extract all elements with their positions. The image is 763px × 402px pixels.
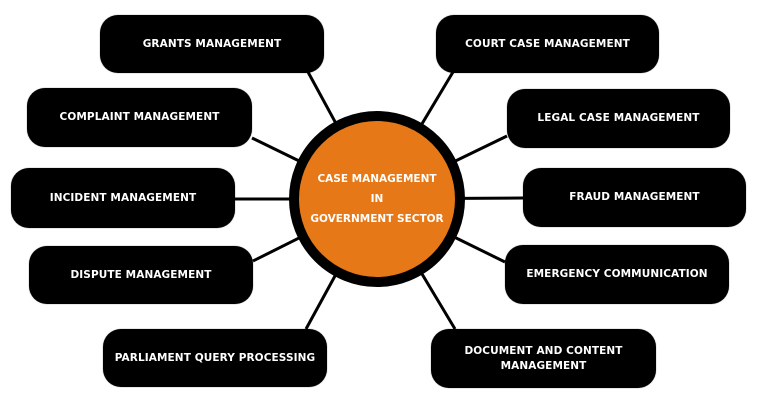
node-grants-management: GRANTS MANAGEMENT [100, 15, 324, 73]
node-dispute-management: DISPUTE MANAGEMENT [29, 246, 253, 304]
node-label: DISPUTE MANAGEMENT [70, 268, 212, 281]
node-label: COMPLAINT MANAGEMENT [59, 111, 220, 124]
connector-parliament [304, 272, 339, 330]
node-complaint-management: COMPLAINT MANAGEMENT [27, 88, 252, 147]
node-label: INCIDENT MANAGEMENT [49, 191, 197, 204]
connector-emergency [451, 234, 506, 264]
connector-legal [451, 134, 508, 164]
hub-title-line-3: GOVERNMENT SECTOR [310, 213, 444, 225]
node-label: EMERGENCY COMMUNICATION [526, 268, 708, 281]
node-label: FRAUD MANAGEMENT [569, 191, 700, 204]
node-label: GRANTS MANAGEMENT [142, 37, 282, 50]
node-legal-case-management: LEGAL CASE MANAGEMENT [507, 89, 730, 148]
node-fraud-management: FRAUD MANAGEMENT [523, 168, 746, 227]
node-court-case-management: COURT CASE MANAGEMENT [436, 15, 659, 73]
connector-court [418, 71, 455, 128]
node-label: COURT CASE MANAGEMENT [465, 37, 630, 50]
hub-title-line-2: IN [370, 193, 384, 205]
node-document-and-content-management: DOCUMENT AND CONTENT MANAGEMENT [431, 329, 656, 388]
hub-title-line-1: CASE MANAGEMENT [317, 173, 437, 185]
node-label: LEGAL CASE MANAGEMENT [537, 112, 700, 125]
node-emergency-communication: EMERGENCY COMMUNICATION [505, 245, 729, 304]
connector-dispute [252, 235, 303, 263]
connector-complaint [251, 136, 303, 164]
node-parliament-query-processing: PARLIAMENT QUERY PROCESSING [103, 329, 327, 387]
hub-case-management-government-sector: CASE MANAGEMENT IN GOVERNMENT SECTOR [289, 111, 465, 287]
node-incident-management: INCIDENT MANAGEMENT [11, 168, 235, 228]
node-label: PARLIAMENT QUERY PROCESSING [114, 351, 316, 364]
connector-document [418, 270, 457, 330]
node-label-line-2: MANAGEMENT [500, 359, 587, 372]
node-label-line-1: DOCUMENT AND CONTENT [464, 344, 623, 357]
connector-grants [306, 71, 339, 126]
